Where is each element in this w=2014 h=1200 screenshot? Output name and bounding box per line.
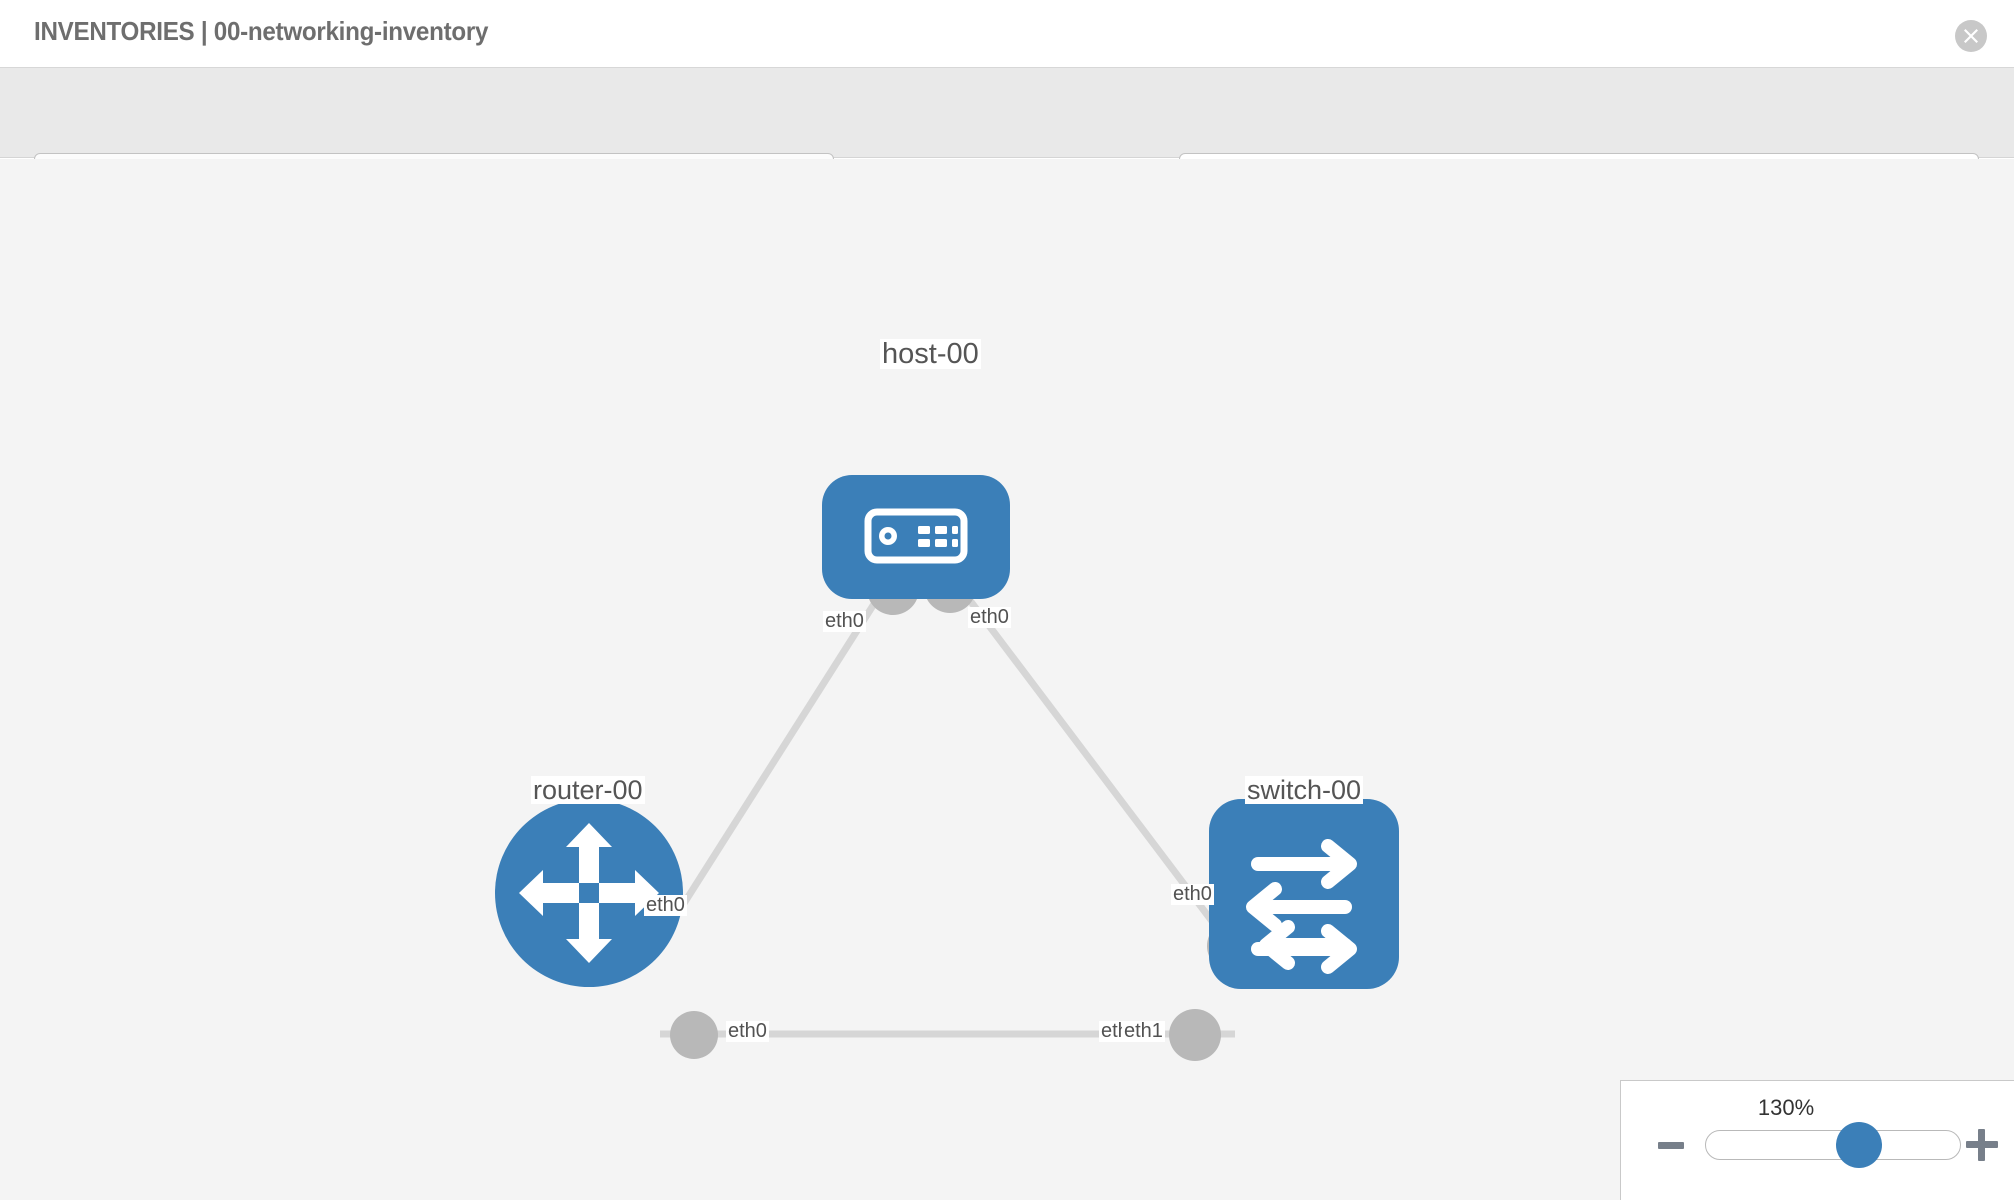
switch-arrow-bottom-left bbox=[1259, 920, 1352, 970]
page-title: INVENTORIES | 00-networking-inventory bbox=[34, 16, 489, 46]
link-host-router bbox=[652, 572, 896, 951]
topology-canvas[interactable]: host-00 router-00 switch-00 eth0 eth0 et… bbox=[0, 159, 2014, 1200]
toolbar: ACTIONS SEARCH bbox=[0, 68, 2014, 208]
topology-ports bbox=[670, 561, 1259, 1061]
node-label-router-00: router-00 bbox=[531, 775, 645, 805]
topology-graph bbox=[495, 475, 1399, 1061]
topology-links bbox=[652, 571, 1236, 1038]
port-switch-west bbox=[1169, 1009, 1221, 1061]
page-header: INVENTORIES | 00-networking-inventory bbox=[0, 0, 2014, 68]
zoom-level-value: 130% bbox=[1757, 1095, 1815, 1120]
iface-label: eth0 bbox=[968, 606, 1011, 628]
node-switch-00 bbox=[1209, 799, 1399, 989]
plus-icon[interactable] bbox=[1966, 1129, 1998, 1161]
iface-label: eth0 bbox=[644, 894, 687, 916]
iface-label: eth0 bbox=[823, 610, 866, 632]
iface-label: eth0 bbox=[726, 1020, 769, 1042]
iface-label: eth0 bbox=[1171, 883, 1214, 905]
node-label-switch-00: switch-00 bbox=[1245, 775, 1364, 805]
zoom-control-panel: 130% bbox=[1620, 1080, 2014, 1200]
zoom-slider-track[interactable] bbox=[1705, 1130, 1961, 1160]
node-host-00 bbox=[822, 475, 1010, 599]
server-device-icon bbox=[864, 508, 968, 564]
node-router-00 bbox=[495, 799, 683, 987]
close-icon[interactable] bbox=[1955, 20, 1987, 52]
port-router-east bbox=[670, 1011, 718, 1059]
minus-icon[interactable] bbox=[1658, 1142, 1684, 1149]
node-label-host-00: host-00 bbox=[880, 338, 981, 370]
iface-label: eth1 bbox=[1122, 1020, 1165, 1042]
zoom-slider-thumb[interactable] bbox=[1835, 1122, 1882, 1168]
